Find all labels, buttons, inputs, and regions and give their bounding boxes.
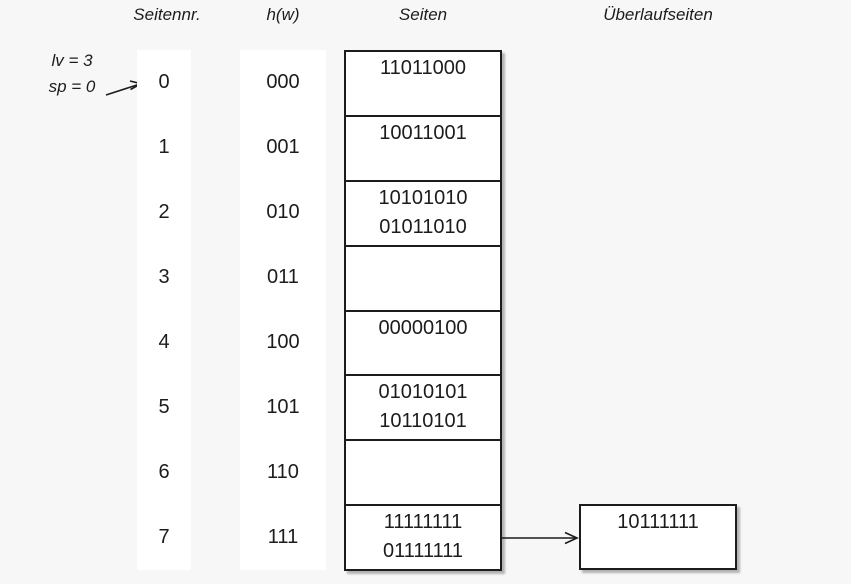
- page-number: 1: [158, 136, 170, 158]
- page-bucket: [346, 244, 500, 310]
- record-slot-empty: [346, 278, 500, 307]
- record-value: 11011000: [379, 57, 466, 79]
- page-number: 5: [158, 396, 170, 418]
- hash-value-column: 000 001 010 011 100 101 110 111: [240, 50, 326, 570]
- record-slot-empty: [346, 472, 500, 501]
- record-slot-empty: [346, 343, 500, 372]
- state-annotation: lv = 3 sp = 0: [26, 48, 118, 100]
- page-number: 4: [158, 331, 170, 353]
- split-pointer-value: sp = 0: [48, 77, 96, 96]
- record-slot-empty: [581, 537, 735, 566]
- record-value: 10011001: [379, 121, 467, 144]
- record-value: 01011010: [379, 215, 467, 238]
- hash-value: 010: [266, 201, 300, 223]
- record-value: 00000100: [378, 316, 468, 339]
- record-value: 01010101: [378, 381, 468, 404]
- overflow-page: 10111111: [579, 504, 737, 570]
- page-bucket: 11111111 01111111: [346, 504, 500, 569]
- header-hash-function: h(w): [266, 5, 300, 24]
- page-bucket: [346, 439, 500, 504]
- level-value: lv = 3: [51, 51, 93, 70]
- header-seiten: Seiten: [398, 5, 448, 24]
- hash-value: 011: [267, 266, 299, 288]
- hash-value: 000: [266, 71, 300, 93]
- record-value: 11111111: [383, 511, 463, 534]
- arrow-right-icon: [502, 531, 579, 545]
- record-slot-empty: [346, 148, 500, 177]
- record-slot-empty: [346, 443, 500, 472]
- page-bucket: 10011001: [346, 114, 500, 180]
- hash-value: 100: [266, 331, 300, 353]
- record-value: 10111111: [617, 511, 699, 533]
- record-value: 10110101: [379, 410, 467, 433]
- page-bucket: 01010101 10110101: [346, 374, 500, 439]
- page-bucket: 11011000: [346, 52, 500, 115]
- page-bucket: 00000100: [346, 309, 500, 375]
- record-value: 10101010: [378, 186, 468, 209]
- header-seitennr: Seitennr.: [133, 5, 201, 24]
- record-value: 01111111: [382, 540, 464, 563]
- hash-value: 001: [266, 136, 300, 158]
- page-number-column: 0 1 2 3 4 5 6 7: [137, 50, 191, 570]
- page-number: 0: [158, 71, 170, 93]
- page-number: 3: [158, 266, 170, 288]
- page-number: 7: [158, 526, 170, 548]
- hash-value: 111: [267, 526, 299, 548]
- page-number: 6: [158, 461, 170, 483]
- record-slot-empty: [346, 83, 500, 112]
- page-number: 2: [158, 201, 170, 223]
- record-slot-empty: [346, 249, 500, 278]
- hash-value: 101: [266, 396, 300, 418]
- hash-value: 110: [267, 461, 299, 483]
- header-ueberlaufseiten: Überlaufseiten: [603, 5, 713, 24]
- pages-column: 11011000 10011001 10101010 01011010 0000…: [344, 50, 502, 571]
- page-bucket: 10101010 01011010: [346, 179, 500, 245]
